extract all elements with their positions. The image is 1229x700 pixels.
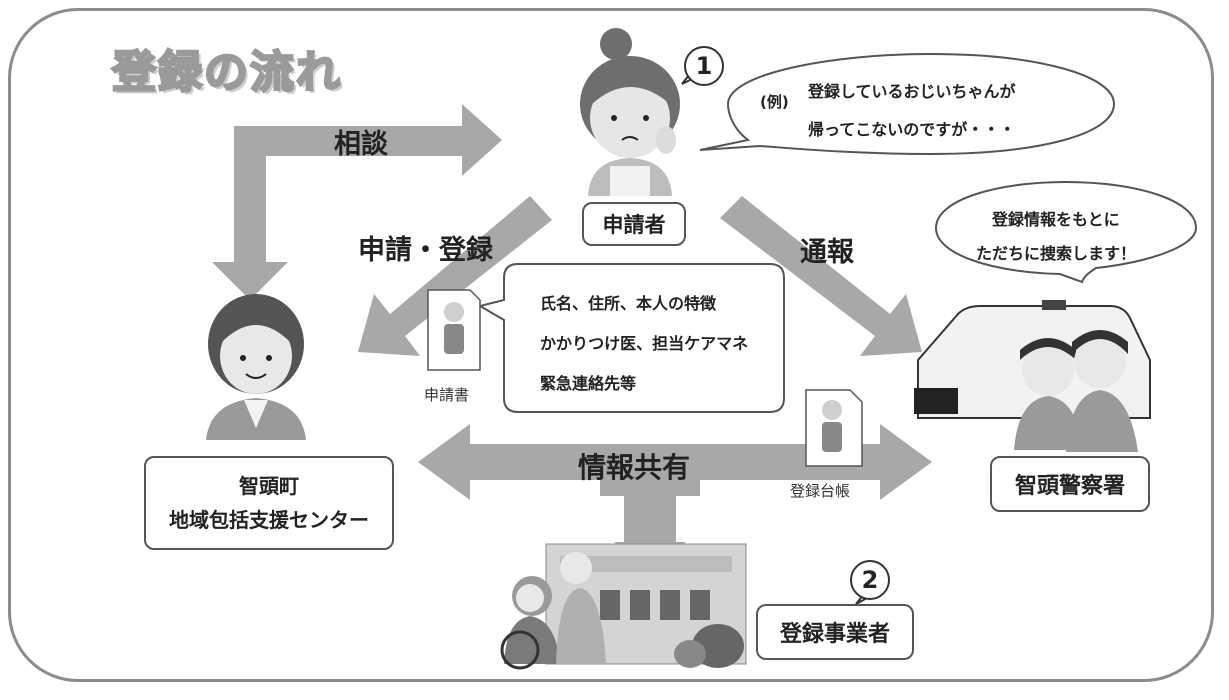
form-speech-line2: かかりつけ医、担当ケアマネ	[540, 334, 749, 353]
application-arrow	[358, 196, 552, 356]
business-illustration	[500, 543, 747, 670]
police-speech-bubble	[934, 180, 1198, 284]
info-sharing-label: 情報共有	[578, 451, 691, 484]
applicant-speech-bubble	[699, 52, 1116, 156]
report-label: 通報	[800, 237, 854, 268]
form-speech-bubble	[477, 263, 785, 413]
applicant-box: 申請者	[582, 202, 686, 246]
police-station-box: 智頭警察署	[990, 456, 1150, 512]
applicant-label: 申請者	[602, 213, 666, 237]
consultation-arrow	[212, 104, 502, 300]
business-number-badge: 2	[850, 560, 890, 600]
town-staff-illustration	[206, 294, 306, 440]
registry-document	[805, 389, 863, 467]
police-speech-line1: 登録情報をもとに	[992, 210, 1120, 229]
applicant-speech-line1: 登録しているおじいちゃんが	[808, 82, 1016, 101]
page-title: 登録の流れ	[111, 46, 342, 100]
form-speech-line1: 氏名、住所、本人の特徴	[540, 294, 717, 313]
info-sharing-arrow	[418, 424, 932, 568]
business-label: 登録事業者	[779, 622, 890, 647]
applicant-speech-prefix: (例)	[760, 93, 789, 111]
applicant-number: 1	[695, 52, 713, 80]
applicant-number-badge: 1	[684, 46, 724, 86]
registry-caption: 登録台帳	[790, 482, 851, 500]
police-station-label: 智頭警察署	[1014, 474, 1125, 499]
police-speech-line2: ただちに捜索します！	[976, 244, 1137, 263]
applicant-speech-line2: 帰ってこないのですが・・・	[808, 120, 1016, 139]
application-registration-label: 申請・登録	[358, 235, 493, 266]
form-speech-line3: 緊急連絡先等	[540, 374, 637, 393]
town-name: 智頭町	[239, 474, 299, 498]
police-illustration	[914, 300, 1151, 452]
business-box: 登録事業者	[756, 604, 914, 660]
business-number: 2	[861, 566, 879, 594]
application-form-caption: 申請書	[424, 386, 470, 404]
application-form-document	[427, 289, 481, 371]
consultation-label: 相談	[334, 129, 388, 160]
report-arrow	[720, 196, 922, 356]
town-center-name: 地域包括支援センター	[169, 508, 369, 532]
applicant-illustration	[580, 28, 680, 196]
town-center-box: 智頭町 地域包括支援センター	[144, 456, 394, 550]
